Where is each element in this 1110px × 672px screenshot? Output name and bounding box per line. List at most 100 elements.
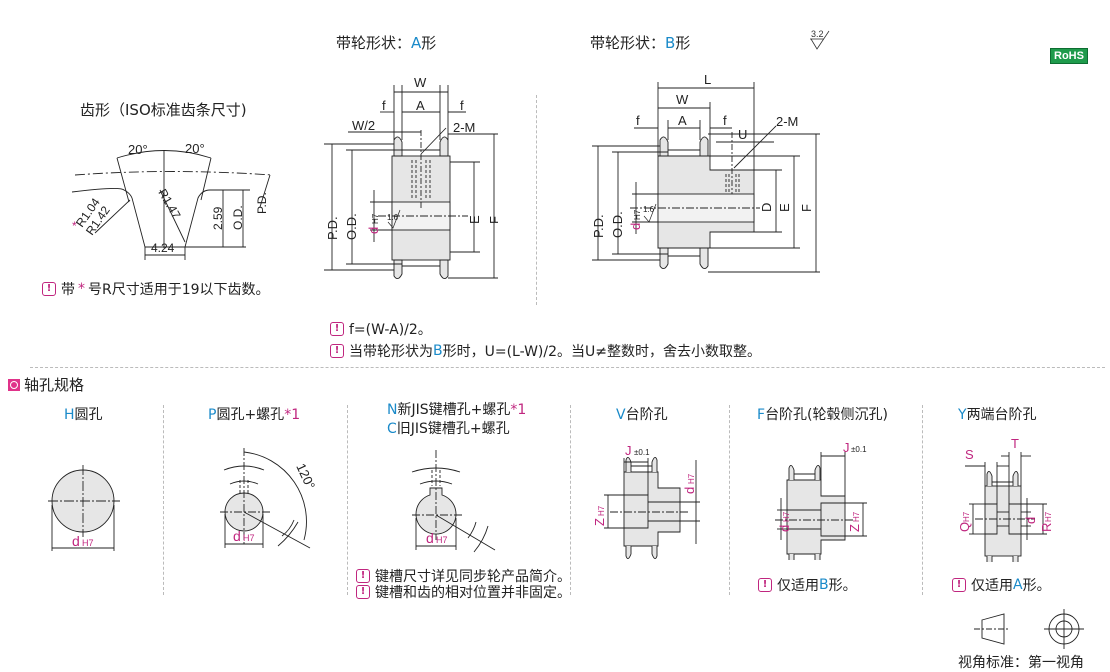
- note-prefix: 带: [61, 282, 75, 298]
- dim-h7: H7: [82, 538, 94, 548]
- type-letter: F: [757, 407, 766, 423]
- type-letter: H: [64, 407, 75, 423]
- tooth-profile-diagram: 20° 20° 4.24 * R1.04 R1.42 R1.47 2.59 O.…: [71, 141, 273, 260]
- dim-d-h7: H7: [687, 473, 696, 484]
- warning-icon: !: [330, 344, 344, 358]
- dim-h7: H7: [243, 533, 255, 543]
- dim-f-right: f: [460, 98, 464, 113]
- rough-16: 1.6: [387, 213, 399, 222]
- bore-y-diagram: S T Q H7 d R H7: [957, 436, 1054, 562]
- bore-n-note-1: ! 键槽尺寸详见同步轮产品简介。: [356, 566, 571, 586]
- type-letter: V: [616, 407, 626, 423]
- dim-d-h7: H7: [371, 213, 380, 224]
- dim-e: E: [777, 203, 792, 212]
- dim-d: d: [1023, 517, 1038, 524]
- pd-label: P.D.: [255, 192, 269, 214]
- warning-icon: !: [330, 322, 344, 336]
- title-letter: A: [411, 34, 422, 52]
- rohs-badge: RoHS: [1050, 48, 1088, 64]
- dim-h7: H7: [436, 535, 448, 545]
- type-name: 新JIS键槽孔+螺孔: [397, 402, 511, 418]
- dim-d: d: [72, 533, 80, 549]
- dim-d: d: [426, 530, 434, 546]
- dim-f-left: f: [382, 98, 386, 113]
- dim-j-tol: ±0.1: [851, 445, 867, 454]
- angle-left-label: 20°: [128, 142, 148, 157]
- section-divider: [30, 367, 1105, 368]
- projection-label: 视角标准：第一视角: [958, 655, 1084, 671]
- dim-w: W: [414, 75, 427, 90]
- dim-t: T: [1011, 436, 1019, 451]
- dim-f-right: f: [723, 113, 727, 128]
- dim-d: d: [682, 487, 697, 494]
- type-mark: *1: [284, 407, 301, 423]
- type-name: 旧JIS键槽孔+螺孔: [396, 421, 510, 437]
- tooth-profile-title: 齿形（ISO标准齿条尺寸): [80, 101, 247, 119]
- shape-b-title: 带轮形状：B形: [590, 32, 690, 53]
- note-suffix: 形。: [1022, 578, 1051, 594]
- r-star-mark: *: [72, 219, 77, 233]
- bore-spec-title: 轴孔规格: [8, 374, 84, 395]
- warning-icon: !: [758, 578, 772, 592]
- type-letter: C: [387, 421, 397, 437]
- type-name: 圆孔: [74, 407, 103, 423]
- section-bullet-icon: [8, 378, 20, 391]
- r3-label: R1.47: [155, 187, 183, 222]
- warning-icon: !: [952, 578, 966, 592]
- bore-c-title: C旧JIS键槽孔+螺孔: [387, 418, 510, 438]
- section-title-text: 轴孔规格: [24, 376, 85, 394]
- dim-q: Q: [957, 522, 972, 532]
- dim-z-h7: H7: [852, 511, 861, 522]
- dim-f-left: f: [636, 113, 640, 128]
- dim-f: F: [799, 204, 814, 212]
- dim-od: O.D.: [344, 213, 359, 240]
- shape-a-diagram: W f A f W/2 2-M P.D. O.D. d H7 1.6 E F: [324, 75, 498, 279]
- dim-d: d: [366, 227, 381, 234]
- dim-u: U: [738, 127, 747, 142]
- od-label: O.D.: [231, 205, 245, 230]
- warning-icon: !: [42, 282, 56, 296]
- rough-16: 1.6: [643, 205, 655, 214]
- note-text: 键槽尺寸详见同步轮产品简介。: [375, 569, 571, 585]
- dim-2m: 2-M: [453, 120, 475, 135]
- type-name: 台阶孔(轮毂侧沉孔): [765, 407, 888, 423]
- title-suffix: 形: [421, 34, 437, 52]
- first-angle-projection-icon: [974, 609, 1084, 649]
- title-letter: B: [665, 34, 676, 52]
- bore-n-title: N新JIS键槽孔+螺孔*1: [387, 399, 526, 419]
- note-prefix: 仅适用: [777, 578, 819, 594]
- dim-d-h7: H7: [633, 209, 642, 220]
- type-name: 台阶孔: [625, 407, 668, 423]
- dim-pd: P.D.: [325, 216, 340, 240]
- note-star: *: [78, 281, 85, 297]
- roughness-value: 3.2: [811, 29, 824, 39]
- type-name: 圆孔+螺孔: [216, 407, 285, 423]
- dim-2m: 2-M: [776, 114, 798, 129]
- warning-icon: !: [356, 585, 370, 599]
- shape-a-title: 带轮形状：A形: [336, 32, 436, 53]
- note-text: f=(W-A)/2。: [349, 322, 432, 338]
- dim-l: L: [704, 72, 711, 87]
- dim-r: R: [1039, 523, 1054, 532]
- note-letter: B: [819, 577, 829, 593]
- type-letter: Y: [958, 407, 967, 423]
- angle-right-label: 20°: [185, 141, 205, 156]
- dim-s: S: [965, 447, 974, 462]
- bore-h-title: H圆孔: [64, 404, 103, 424]
- warning-icon: !: [356, 569, 370, 583]
- bore-v-diagram: J ±0.1 d H7 Z H7: [592, 443, 700, 559]
- bore-n-diagram: d H7: [411, 450, 496, 553]
- bore-v-title: V台阶孔: [616, 404, 668, 424]
- note-prefix: 当带轮形状为: [349, 344, 433, 360]
- note-suffix: 号R尺寸适用于19以下齿数。: [88, 282, 270, 298]
- dim-od: O.D.: [610, 211, 625, 238]
- note-suffix: 形时，U=(L-W)/2。当U≠整数时，舍去小数取整。: [442, 344, 761, 360]
- dim-a: A: [678, 113, 687, 128]
- title-prefix: 带轮形状：: [336, 34, 412, 52]
- column-divider: [570, 405, 571, 595]
- dim-z: Z: [592, 518, 607, 526]
- dim-r-h7: H7: [1044, 511, 1053, 522]
- dim-f: F: [487, 216, 498, 224]
- dim-pd: P.D.: [591, 214, 606, 238]
